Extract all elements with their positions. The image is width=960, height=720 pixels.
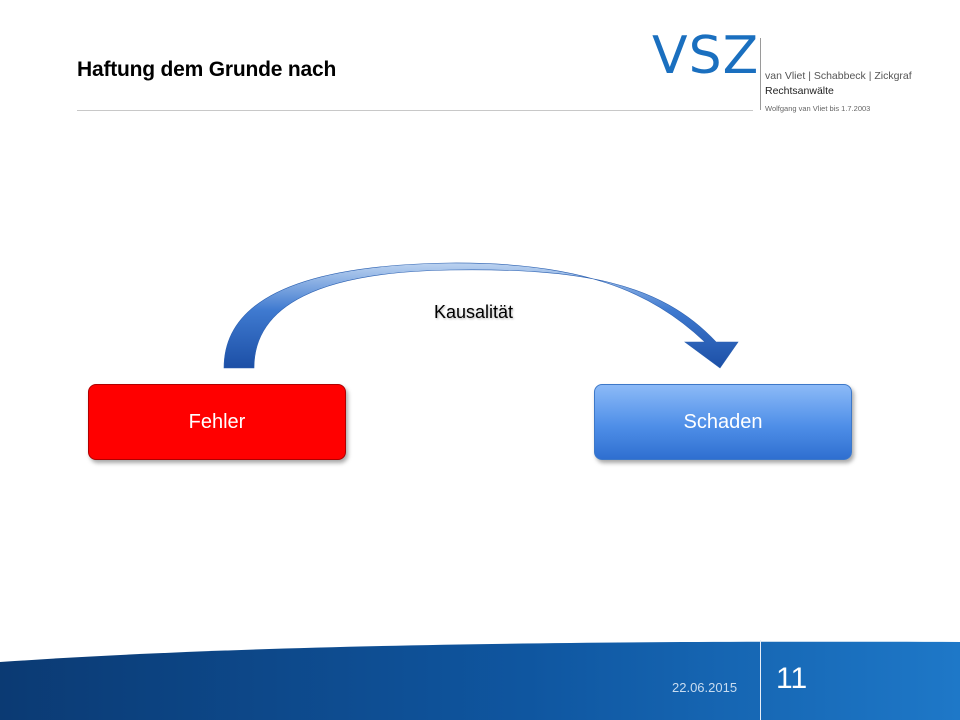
logo-profession: Rechtsanwälte (765, 85, 834, 97)
edge-label-causality: Kausalität (434, 302, 514, 322)
page-number: 11 (776, 662, 808, 695)
footer-divider (760, 640, 761, 720)
logo-divider (760, 38, 761, 110)
node-fehler: Fehler (88, 384, 346, 460)
logo-mark: VSZ (652, 26, 760, 86)
node-schaden: Schaden (594, 384, 852, 460)
node-schaden-label: Schaden (683, 410, 763, 433)
logo-partners: van Vliet | Schabbeck | Zickgraf (765, 70, 912, 82)
arrow-body (223, 262, 739, 369)
footer-date: 22.06.2015 (672, 680, 738, 695)
title-divider (77, 110, 753, 111)
logo-note: Wolfgang van Vliet bis 1.7.2003 (765, 104, 871, 113)
slide-title: Haftung dem Grunde nach (77, 58, 337, 81)
node-fehler-label: Fehler (188, 410, 246, 433)
